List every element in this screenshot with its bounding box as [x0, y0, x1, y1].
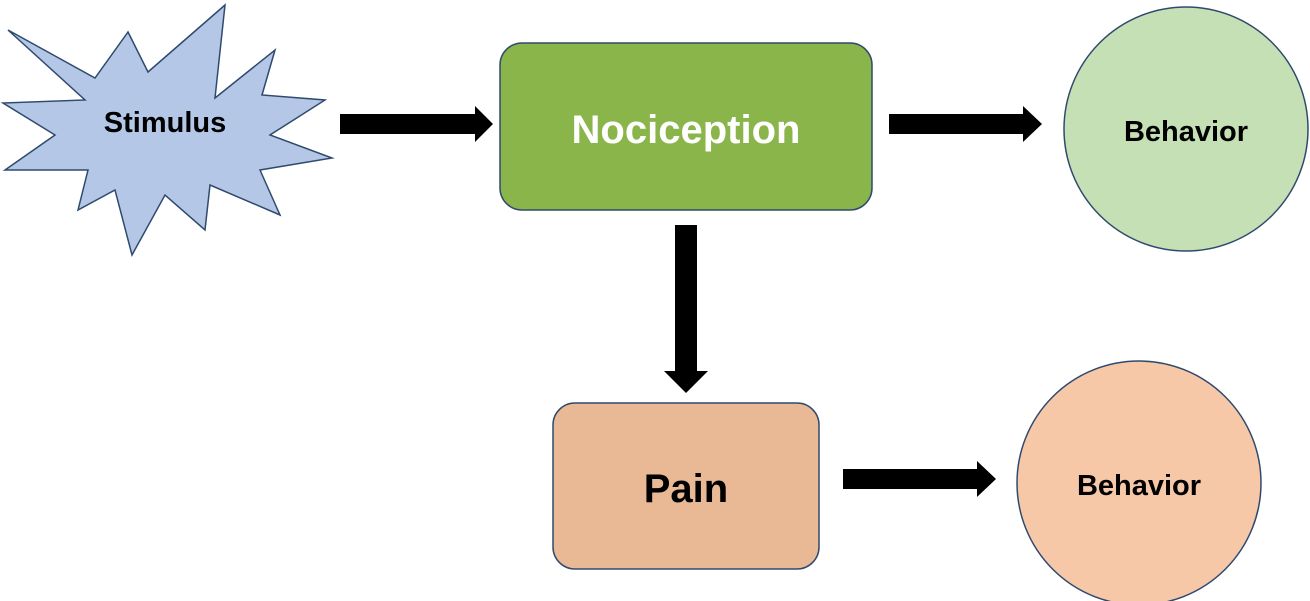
pain-node: Pain	[552, 402, 820, 570]
behavior-bottom-node: Behavior	[1016, 360, 1262, 601]
behavior-top-label: Behavior	[1124, 116, 1248, 148]
stimulus-node: Stimulus	[0, 3, 335, 258]
arrow-stimulus-to-nociception	[340, 106, 493, 142]
nociception-node: Nociception	[499, 42, 873, 211]
stimulus-label: Stimulus	[104, 107, 226, 139]
stimulus-starburst-shape	[0, 3, 335, 258]
arrow-nociception-to-pain	[664, 225, 708, 393]
arrow-nociception-to-behavior	[889, 106, 1042, 142]
behavior-bottom-circle	[1016, 360, 1262, 601]
behavior-top-circle	[1063, 6, 1309, 252]
pain-label: Pain	[644, 467, 728, 511]
nociception-box	[499, 42, 873, 211]
behavior-top-node: Behavior	[1063, 6, 1309, 252]
behavior-bottom-label: Behavior	[1077, 470, 1201, 502]
arrow-pain-to-behavior	[843, 461, 996, 497]
nociception-label: Nociception	[572, 108, 801, 152]
pain-box	[552, 402, 820, 570]
